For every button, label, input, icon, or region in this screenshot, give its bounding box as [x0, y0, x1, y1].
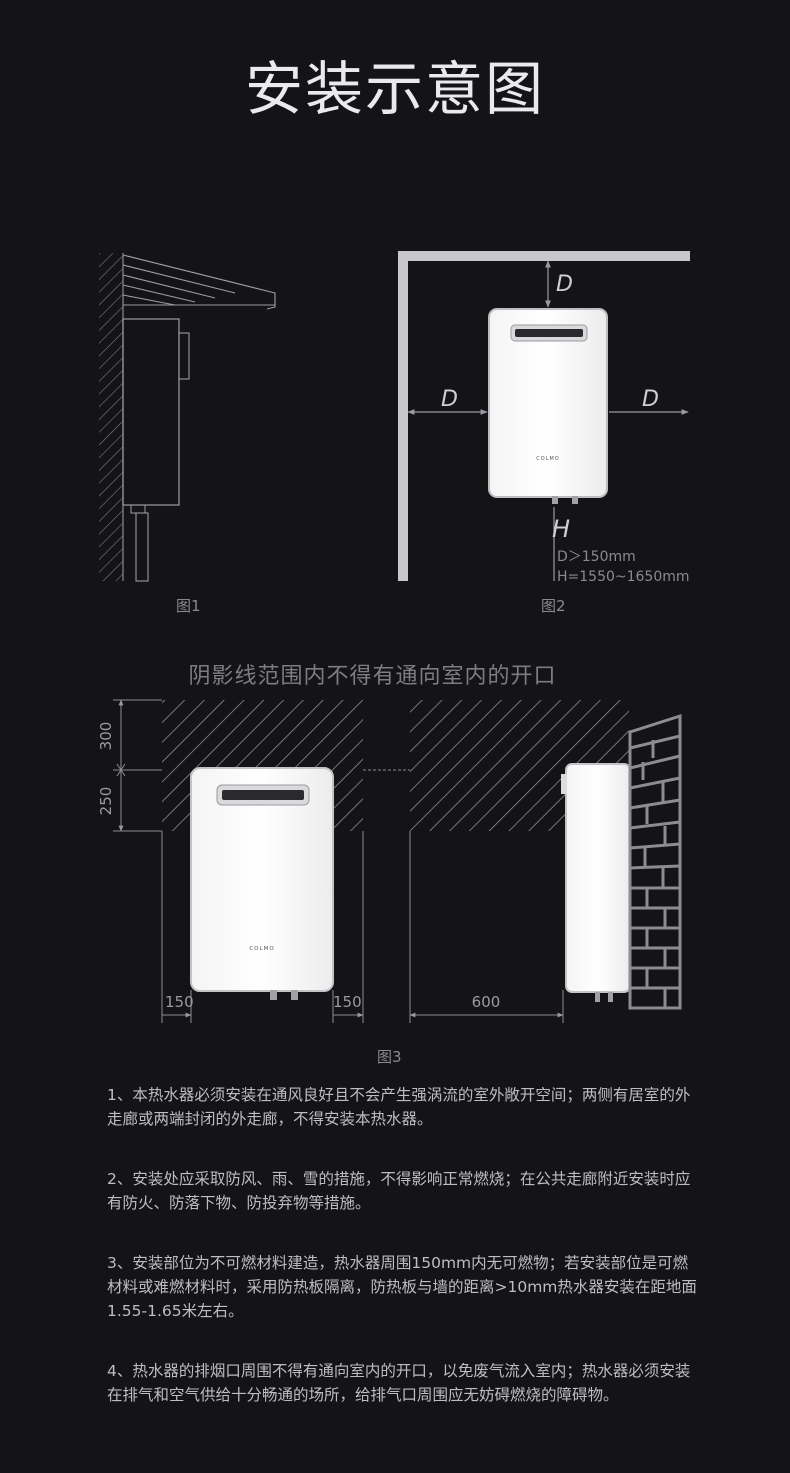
figure3-diagram: 300 250 COLMO 150 150 600	[97, 699, 682, 1023]
note-d: D＞150mm	[557, 549, 636, 565]
vertical-dimension	[113, 699, 162, 832]
dim-250: 250	[97, 787, 115, 816]
page-title: 安装示意图	[244, 55, 545, 123]
note-3: 3、安装部位为不可燃材料建造，热水器周围150mm内无可燃物；若安装部位是可燃材…	[107, 1254, 697, 1320]
brick-wall	[628, 713, 682, 1010]
figure2-caption: 图2	[541, 597, 566, 615]
heater-side	[122, 318, 180, 506]
brand-logo: COLMO	[536, 456, 559, 462]
dim-150-left: 150	[165, 993, 194, 1011]
label-d-top: D	[556, 272, 573, 297]
dim-150-right: 150	[333, 993, 362, 1011]
heater-front-large	[190, 767, 334, 1000]
label-h: H	[552, 515, 570, 543]
installation-notes: 1、本热水器必须安装在通风良好且不会产生强涡流的室外敞开空间；两侧有居室的外走廊…	[107, 1083, 702, 1443]
ceiling	[398, 251, 690, 261]
dim-300: 300	[97, 722, 115, 751]
figure1-caption: 图1	[176, 597, 201, 615]
note-2: 2、安装处应采取防风、雨、雪的措施，不得影响正常燃烧；在公共走廊附近安装时应有防…	[107, 1170, 691, 1212]
figure2-diagram: COLMO D D D H D＞150mm H=1550~1650mm	[398, 251, 690, 585]
dim-600: 600	[472, 993, 501, 1011]
label-d-right: D	[642, 387, 659, 412]
canopy	[122, 254, 276, 310]
side-wall	[398, 251, 408, 581]
heater-side-large	[561, 763, 631, 1002]
brand-logo-large: COLMO	[249, 946, 274, 952]
note-1: 1、本热水器必须安装在通风良好且不会产生强涡流的室外敞开空间；两侧有居室的外走廊…	[107, 1086, 691, 1128]
figure3-caption: 图3	[377, 1048, 402, 1066]
figure1-diagram	[99, 253, 276, 582]
pipe	[135, 512, 149, 582]
note-4: 4、热水器的排烟口周围不得有通向室内的开口，以免废气流入室内；热水器必须安装在排…	[107, 1362, 691, 1404]
heater-front	[488, 308, 608, 504]
figure3-heading: 阴影线范围内不得有通向室内的开口	[188, 664, 557, 689]
note-h: H=1550~1650mm	[557, 569, 690, 585]
label-d-left: D	[441, 387, 458, 412]
wall-hatch	[99, 253, 123, 581]
